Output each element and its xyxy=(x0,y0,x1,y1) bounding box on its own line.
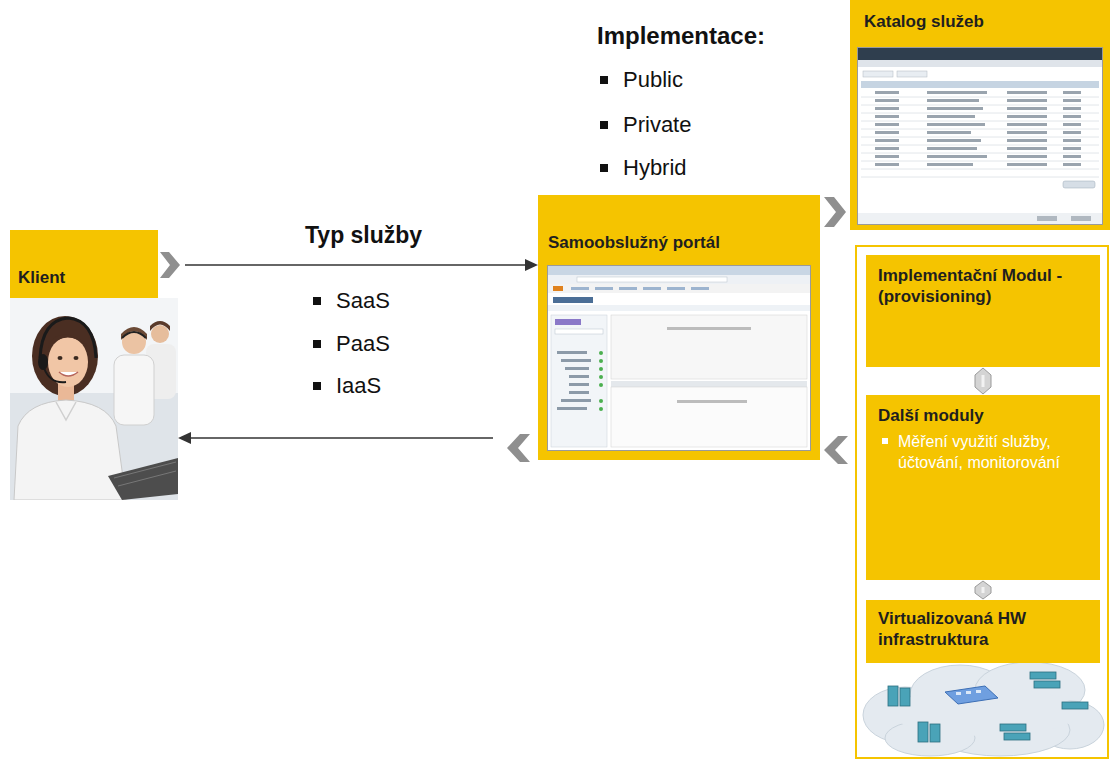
list-item: IaaS xyxy=(310,373,381,399)
module-panel-outline xyxy=(856,246,1108,758)
list-item: SaaS xyxy=(310,288,390,314)
box-heading: Samoobslužný portál xyxy=(538,195,820,253)
client-box: Klient xyxy=(10,230,178,500)
section-heading: Typ služby xyxy=(305,222,422,249)
box-heading: Virtualizovaná HW infrastruktura xyxy=(866,600,1100,659)
list-item: PaaS xyxy=(310,331,390,357)
portal-screenshot xyxy=(547,265,811,451)
box-heading: Klient xyxy=(10,230,158,298)
list-item: Private xyxy=(597,112,691,138)
connector-arrow xyxy=(185,259,538,271)
cloud-infrastructure xyxy=(863,662,1104,756)
catalog-box: Katalog služeb xyxy=(850,0,1110,230)
section-heading: Implementace: xyxy=(597,22,765,50)
module-box: Virtualizovaná HW infrastruktura xyxy=(866,600,1100,663)
catalog-screenshot xyxy=(857,47,1103,225)
connector-arrow xyxy=(975,368,991,394)
box-body: Měření využití služby, účtování, monitor… xyxy=(866,430,1100,484)
module-box: Další modulyMěření využití služby, účtov… xyxy=(866,395,1100,580)
box-heading: Implementační Modul - (provisioning) xyxy=(866,255,1100,318)
client-photo xyxy=(10,298,178,500)
box-heading: Další moduly xyxy=(866,395,1100,430)
list-item: Hybrid xyxy=(597,155,687,181)
list-item: Public xyxy=(597,67,683,93)
portal-box: Samoobslužný portál xyxy=(538,195,820,460)
connector-arrow xyxy=(824,197,846,227)
connector-arrow xyxy=(975,581,991,599)
connector-arrow xyxy=(178,432,493,444)
module-box: Implementační Modul - (provisioning) xyxy=(866,255,1100,367)
chevron-symbols xyxy=(160,252,848,464)
box-heading: Katalog služeb xyxy=(850,0,1110,32)
